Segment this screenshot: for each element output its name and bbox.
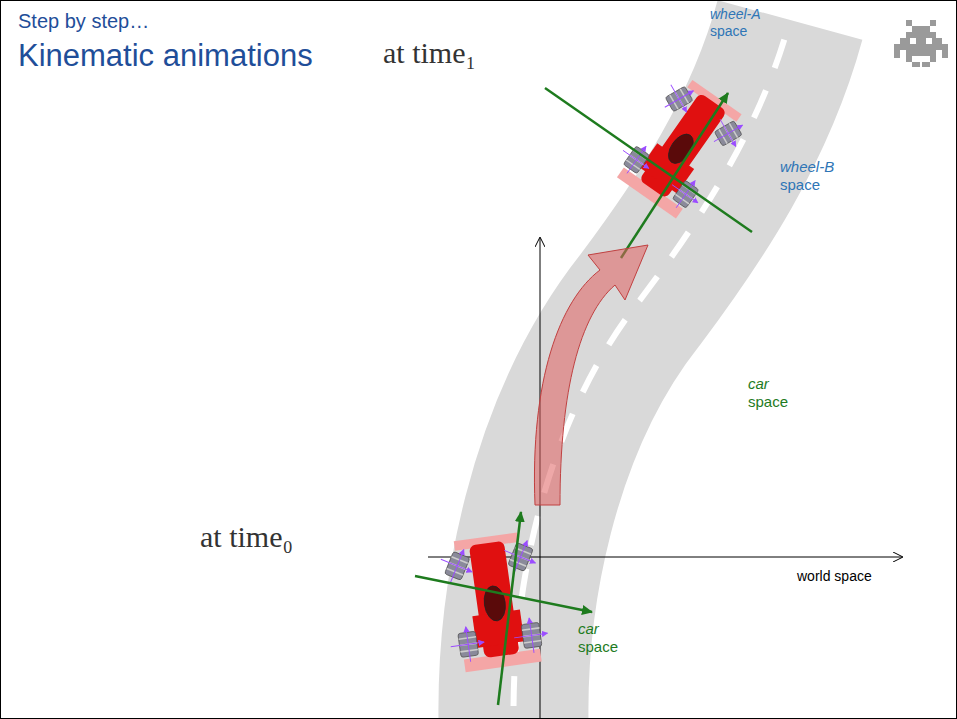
slide-subtitle: Step by step…: [18, 10, 149, 33]
slide-title: Kinematic animations: [18, 38, 313, 74]
axis-label: world space: [797, 568, 872, 584]
space-label: car space: [578, 620, 618, 656]
space-label: wheel-B space: [780, 158, 834, 194]
space-label: wheel-A space: [710, 6, 761, 40]
space-label: car space: [748, 375, 788, 411]
time-label: at time₀: [200, 520, 293, 554]
time-label: at time₁: [383, 36, 476, 70]
